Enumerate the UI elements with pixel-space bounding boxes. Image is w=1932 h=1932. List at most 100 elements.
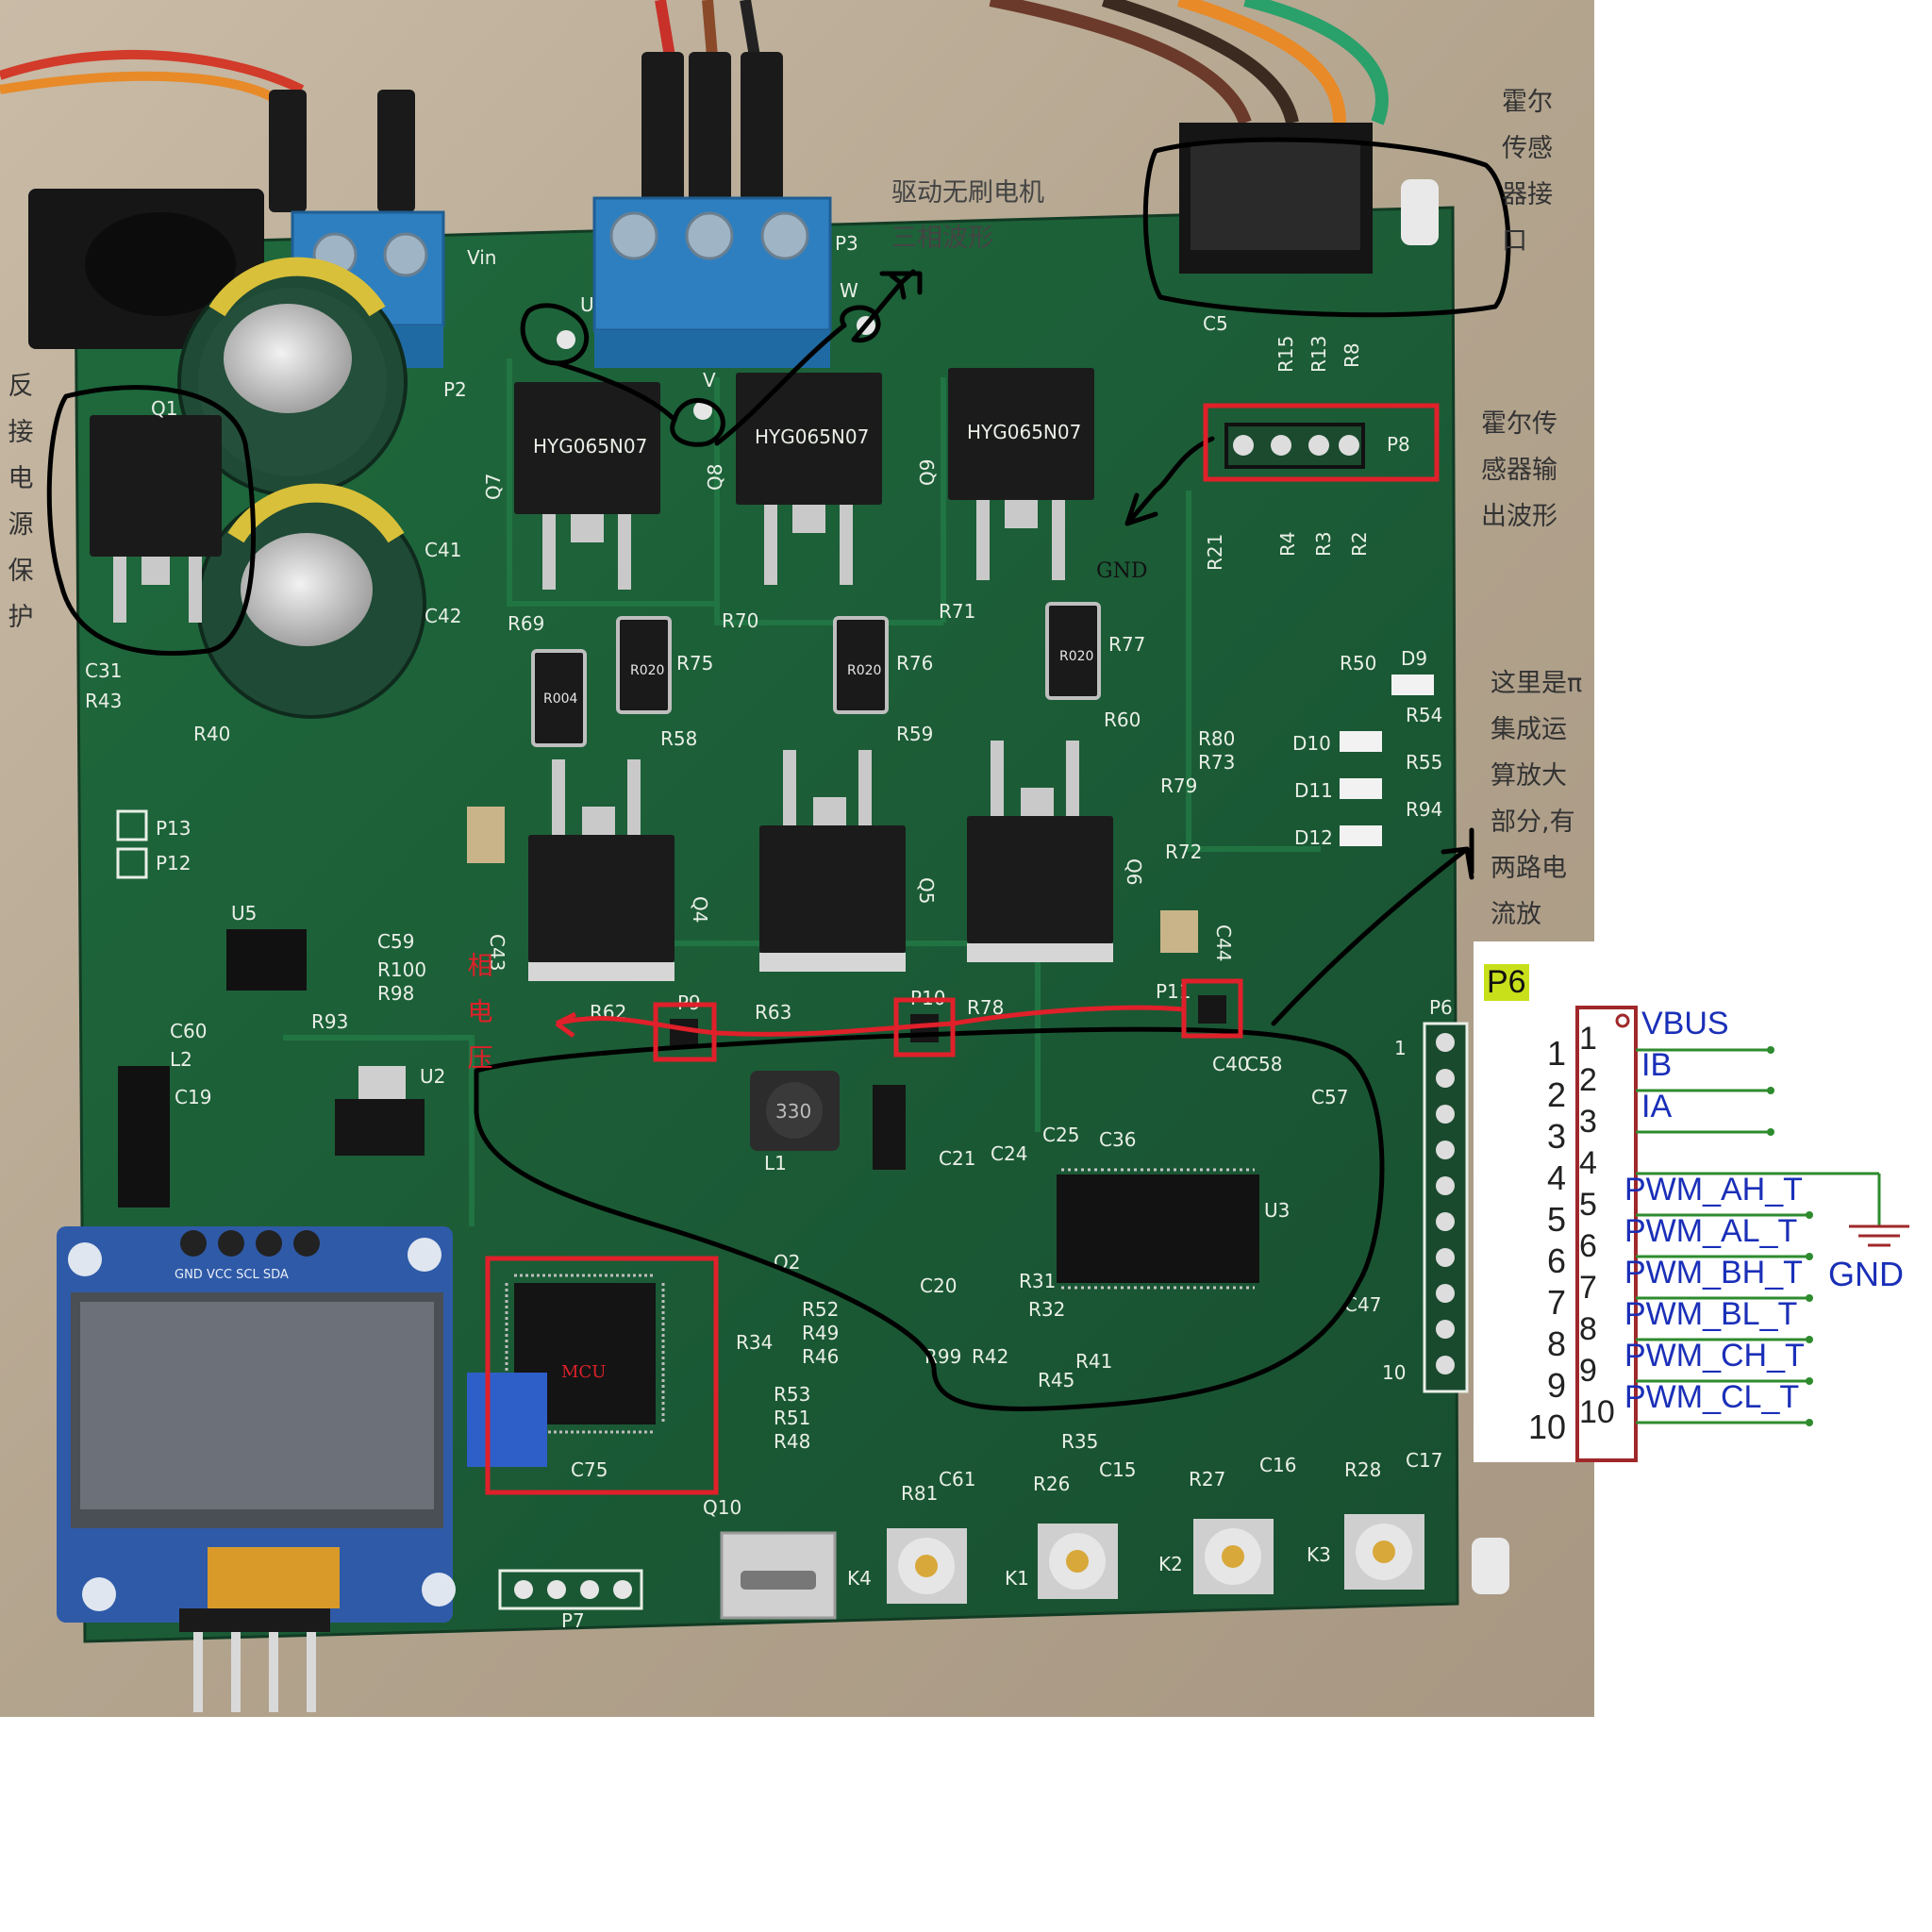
p6-schematic: P6 1 2 3 4 5 6 7 8	[1474, 941, 1932, 1462]
gnd-label: GND	[1828, 1255, 1904, 1293]
pin-number-5: 5	[1546, 1200, 1566, 1239]
silk-k1: K1	[1005, 1567, 1029, 1590]
pin-inner-8: 8	[1579, 1311, 1597, 1347]
silk-c40: C40	[1212, 1053, 1249, 1075]
pin-number-8: 8	[1546, 1324, 1566, 1363]
silk-c60: C60	[170, 1020, 207, 1042]
three-phase-note: 三相波形	[891, 224, 993, 253]
silk-d11: D11	[1294, 779, 1333, 802]
silk-r70: R70	[722, 609, 758, 632]
silk-r59: R59	[896, 723, 933, 745]
silk-r80: R80	[1198, 727, 1235, 750]
schematic-title: P6	[1484, 964, 1529, 1001]
silk-p3: P3	[835, 232, 858, 255]
shunt-r76: R020	[847, 663, 881, 678]
silk-r26: R26	[1033, 1473, 1070, 1495]
pin-number-1: 1	[1546, 1034, 1566, 1073]
silk-vin: Vin	[467, 246, 496, 269]
silk-r69: R69	[508, 612, 544, 635]
silk-c44: C44	[1212, 924, 1235, 961]
mos-mark-q7: HYG065N07	[533, 435, 647, 458]
pin-inner-1: 1	[1579, 1021, 1597, 1057]
net-label-9: PWM_CH_T	[1624, 1338, 1805, 1374]
pin-number-7: 7	[1546, 1283, 1566, 1322]
silk-c61: C61	[939, 1468, 975, 1491]
pin-number-3: 3	[1546, 1117, 1566, 1156]
silk-r63: R63	[755, 1001, 791, 1024]
silk-r94: R94	[1406, 798, 1442, 821]
silk-r4: R4	[1276, 531, 1299, 557]
silk-q1: Q1	[151, 397, 177, 420]
silk-c25: C25	[1042, 1124, 1079, 1146]
silk-k4: K4	[847, 1567, 872, 1590]
silk-c43: C43	[486, 934, 508, 971]
silk-p7: P7	[561, 1609, 585, 1632]
silk-l1: L1	[764, 1152, 787, 1174]
silk-c5: C5	[1203, 312, 1228, 335]
net-label-7: PWM_BH_T	[1624, 1255, 1803, 1291]
silk-r46: R46	[802, 1345, 839, 1368]
silk-r76: R76	[896, 652, 933, 675]
silk-r15: R15	[1274, 336, 1297, 373]
silk-c41: C41	[425, 539, 461, 561]
pin-inner-5: 5	[1579, 1187, 1597, 1223]
opamp-note: 这里是π集成运算放大部分,有两路电流放	[1491, 669, 1583, 929]
pin-inner-4: 4	[1579, 1145, 1597, 1181]
silk-p8: P8	[1387, 433, 1410, 456]
silk-r73: R73	[1198, 751, 1235, 774]
pin-number-2: 2	[1546, 1075, 1566, 1114]
silk-p6: P6	[1429, 996, 1453, 1019]
silk-r8: R8	[1341, 342, 1363, 368]
net-label-2: IB	[1641, 1047, 1673, 1083]
silk-r28: R28	[1344, 1458, 1381, 1481]
silk-u: U	[580, 293, 594, 316]
silk-r98: R98	[377, 982, 414, 1005]
pin-number-4: 4	[1546, 1158, 1566, 1197]
silk-c16: C16	[1259, 1454, 1296, 1476]
pin-inner-3: 3	[1579, 1104, 1597, 1140]
silk-r71: R71	[939, 600, 975, 623]
silk-r72: R72	[1165, 841, 1202, 863]
silk-r3: R3	[1312, 531, 1335, 557]
silk-q8: Q8	[704, 464, 726, 491]
silk-u3: U3	[1264, 1199, 1290, 1222]
pin-inner-2: 2	[1579, 1062, 1597, 1098]
silk-r49: R49	[802, 1322, 839, 1344]
silk-c36: C36	[1099, 1128, 1136, 1151]
mos-mark-q8: HYG065N07	[755, 425, 869, 448]
silk-r53: R53	[774, 1383, 810, 1406]
pcb-photo: Vin P2 C41 C42 Q1 C31 R43 R40 P3 U V W	[0, 0, 1594, 1717]
net-label-6: PWM_AL_T	[1624, 1213, 1798, 1249]
silk-w: W	[840, 279, 858, 302]
silk-c21: C21	[939, 1147, 975, 1170]
silk-d10: D10	[1292, 732, 1331, 755]
net-label-1: VBUS	[1641, 1006, 1729, 1041]
silk-r51: R51	[774, 1407, 810, 1429]
silk-r93: R93	[311, 1010, 348, 1033]
shunt-r83: R004	[543, 691, 578, 707]
pin-number-6: 6	[1546, 1241, 1566, 1280]
silk-r43: R43	[85, 690, 122, 712]
silk-c17: C17	[1406, 1449, 1442, 1472]
hall-output-note: 霍尔传感器输出波形	[1481, 409, 1557, 531]
oled-pin-labels: GND VCC SCL SDA	[175, 1268, 289, 1282]
silk-q10: Q10	[703, 1496, 741, 1519]
pin-inner-6: 6	[1579, 1228, 1597, 1264]
silk-r45: R45	[1038, 1369, 1074, 1391]
net-label-8: PWM_BL_T	[1624, 1296, 1798, 1332]
shunt-r75: R020	[630, 663, 664, 678]
silk-p13: P13	[156, 817, 192, 840]
silk-c57: C57	[1311, 1086, 1348, 1108]
silk-q7: Q7	[482, 474, 505, 500]
silk-c42: C42	[425, 605, 461, 627]
silk-c19: C19	[175, 1086, 211, 1108]
silk-c20: C20	[920, 1274, 957, 1297]
pin-number-10: 10	[1528, 1407, 1567, 1446]
net-label-3: IA	[1641, 1089, 1673, 1124]
silk-q6: Q6	[1123, 858, 1145, 885]
silk-r31: R31	[1019, 1270, 1056, 1292]
mcu-label: MCU	[561, 1362, 606, 1382]
silk-r32: R32	[1028, 1298, 1065, 1321]
silk-r60: R60	[1104, 708, 1141, 731]
silk-p12: P12	[156, 852, 192, 874]
